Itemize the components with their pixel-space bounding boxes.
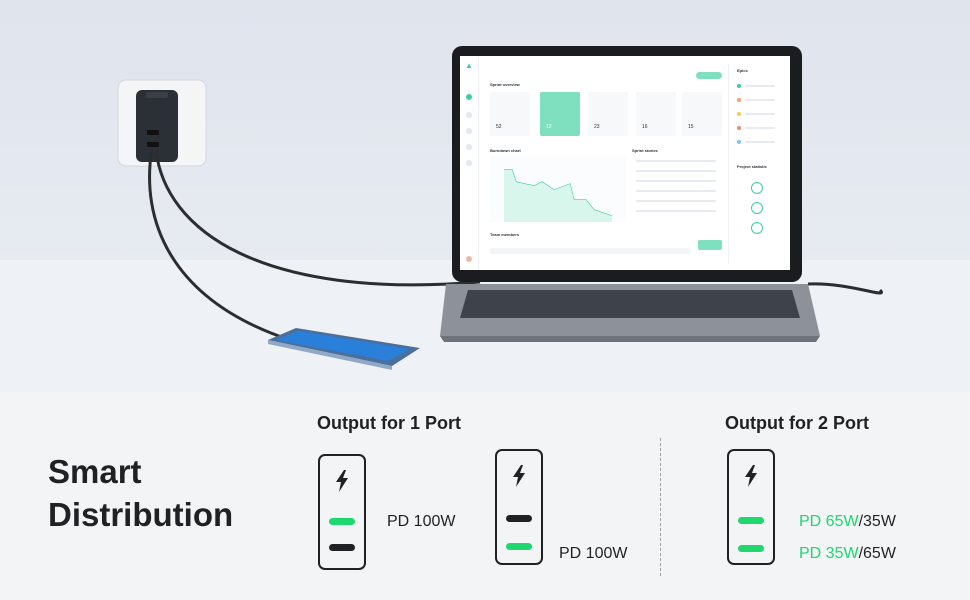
- stat-card: 52: [490, 92, 530, 136]
- epics-title: Epics: [737, 68, 748, 73]
- port-output-label: PD 100W: [387, 513, 456, 530]
- nav-item-icon: [466, 128, 472, 134]
- dashboard-sidebar: ▲: [460, 56, 479, 270]
- stat-card: 16: [636, 92, 676, 136]
- progress-ring: [751, 202, 763, 214]
- burndown-chart: [490, 156, 626, 222]
- story-row: [636, 180, 716, 182]
- nav-home-icon: [466, 94, 472, 100]
- info-panel: [0, 392, 970, 600]
- port-indicator-inactive: [506, 515, 532, 522]
- section-divider: [660, 438, 661, 576]
- port-indicator-active: [738, 517, 764, 524]
- port-output-label: PD 100W: [559, 545, 628, 562]
- smartphone: [268, 328, 420, 370]
- epics-panel: Epics Project statistic: [728, 64, 787, 264]
- port-indicator-active: [329, 518, 355, 525]
- lightning-icon: [729, 465, 773, 487]
- progress-ring: [751, 222, 763, 234]
- epic-status-icon: [737, 84, 741, 88]
- port-indicator-active: [506, 543, 532, 550]
- lightning-icon: [320, 470, 364, 492]
- headline-line2: Distribution: [48, 496, 234, 533]
- nav-item-icon: [466, 112, 472, 118]
- two-port-title: Output for 2 Port: [725, 413, 869, 433]
- headline: Smart Distribution: [48, 450, 233, 536]
- stat-card: 15: [682, 92, 722, 136]
- epic-status-icon: [737, 112, 741, 116]
- story-row: [636, 210, 716, 212]
- lightning-icon: [497, 465, 541, 487]
- progress-ring: [751, 182, 763, 194]
- port-indicator-inactive: [329, 544, 355, 551]
- add-member-button: [698, 240, 722, 250]
- port-diagram-top-active: [318, 454, 366, 570]
- port-diagram-bottom-active: [495, 449, 543, 565]
- burndown-title: Burndown chart: [490, 148, 521, 153]
- product-photo: ▲ Sprint overview 52 12 23 16 15 Burndow…: [0, 0, 970, 392]
- charger: [136, 90, 178, 162]
- epic-status-icon: [737, 126, 741, 130]
- port-output-label-top: PD 65W/35W: [799, 513, 896, 530]
- story-row: [636, 170, 716, 172]
- logo-icon: ▲: [465, 61, 473, 70]
- project-statistic-title: Project statistic: [737, 164, 767, 169]
- team-members-row: [490, 248, 690, 254]
- story-row: [636, 160, 716, 162]
- epic-status-icon: [737, 98, 741, 102]
- nav-item-icon: [466, 160, 472, 166]
- epic-status-icon: [737, 140, 741, 144]
- story-row: [636, 190, 716, 192]
- headline-line1: Smart: [48, 453, 142, 490]
- nav-item-icon: [466, 144, 472, 150]
- stat-card: 23: [588, 92, 628, 136]
- sprint-overview-title: Sprint overview: [490, 82, 520, 87]
- avatar: [466, 256, 472, 262]
- port-indicator-active: [738, 545, 764, 552]
- port-output-label-bottom: PD 35W/65W: [799, 545, 896, 562]
- new-sprint-button: [696, 72, 722, 79]
- story-row: [636, 200, 716, 202]
- stat-card-active: 12: [540, 92, 580, 136]
- laptop-screen-dashboard: ▲ Sprint overview 52 12 23 16 15 Burndow…: [460, 56, 790, 270]
- sprint-stories-title: Sprint stories: [632, 148, 658, 153]
- port-diagram-both-active: [727, 449, 775, 565]
- one-port-title: Output for 1 Port: [317, 413, 461, 433]
- team-members-title: Team members: [490, 232, 520, 237]
